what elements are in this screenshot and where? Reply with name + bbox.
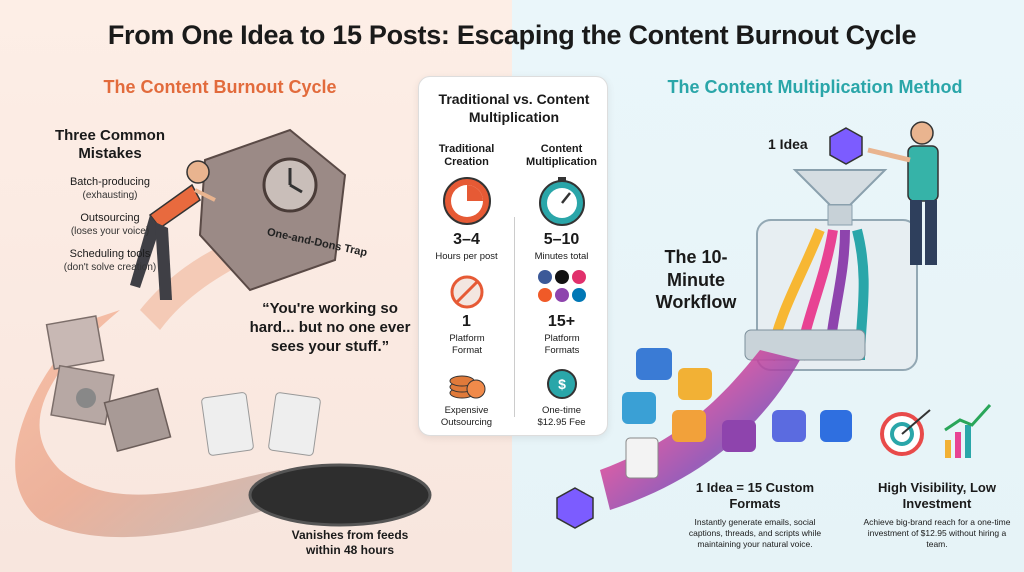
hashtag-icon	[622, 392, 656, 424]
burnout-road	[15, 310, 301, 538]
traditional-heading: Traditional Creation	[438, 143, 495, 169]
vanish-caption: Vanishes from feeds within 48 hours	[291, 528, 409, 557]
boulder-icon	[198, 128, 347, 292]
hole-icon	[248, 463, 432, 527]
multiplication-cost-label: One-time $12.95 Fee	[537, 405, 586, 428]
email-icon	[636, 348, 672, 380]
target-icon	[880, 409, 931, 456]
video-icon	[722, 420, 756, 452]
podcast-icon	[820, 410, 852, 442]
message-icon	[672, 410, 706, 442]
mistakes-heading: Three Common Mistakes	[54, 127, 165, 162]
burnout-heading: The Content Burnout Cycle	[103, 77, 337, 97]
clock-icon	[443, 177, 491, 225]
burnout-illustration: One-and-Dons Trap	[15, 128, 432, 538]
traditional-format-label: Platform Format	[449, 333, 485, 356]
multiplication-format-value: 15+	[547, 313, 576, 330]
traditional-cost-label: Expensive Outsourcing	[440, 405, 493, 428]
multiplication-time-label: Minutes total	[534, 251, 589, 262]
one-idea-label: 1 Idea	[768, 136, 808, 152]
growth-chart-icon	[944, 403, 992, 458]
idea-hexagon-bottom-icon	[556, 487, 594, 529]
social-box-icon	[45, 315, 172, 453]
comparison-card: Traditional vs. Content Multiplication T…	[418, 76, 608, 436]
mistake-item: Batch-producing (exhausting)	[69, 176, 151, 201]
idea-hexagon-icon	[829, 127, 863, 165]
comparison-title: Traditional vs. Content Multiplication	[438, 91, 590, 125]
coins-icon	[449, 375, 486, 399]
mistake-item: Scheduling tools (don't solve creation)	[63, 248, 157, 273]
image-icon	[772, 410, 806, 442]
mistake-item: Outsourcing (loses your voice)	[70, 212, 150, 237]
visibility-heading: High Visibility, Low Investment	[878, 480, 996, 512]
page-title: From One Idea to 15 Posts: Escaping the …	[107, 20, 917, 50]
chat-icon	[678, 368, 712, 400]
dollar-coin-icon: $	[547, 369, 577, 399]
no-entry-icon	[450, 275, 484, 309]
person-pushing-icon	[130, 160, 216, 300]
multiplication-column-heading: Content Multiplication	[526, 143, 597, 169]
visibility-description: Achieve big-brand reach for a one-time i…	[863, 517, 1011, 550]
formats-description: Instantly generate emails, social captio…	[688, 517, 822, 550]
machine-icon	[744, 169, 918, 371]
comparison-divider	[514, 217, 515, 417]
multiplication-heading: The Content Multiplication Method	[667, 77, 963, 97]
traditional-format-value: 1	[462, 313, 471, 330]
formats-heading: 1 Idea = 15 Custom Formats	[695, 480, 815, 512]
multiplication-format-label: Platform Formats	[544, 333, 580, 356]
multiplication-time-value: 5–10	[543, 231, 580, 248]
burnout-quote: “You're working so hard... but no one ev…	[249, 300, 411, 355]
traditional-time-label: Hours per post	[435, 251, 498, 262]
format-icons	[622, 348, 852, 479]
stopwatch-icon	[539, 177, 585, 226]
person-holding-icon	[867, 121, 939, 265]
traditional-time-value: 3–4	[453, 231, 480, 248]
workflow-heading: The 10-Minute Workflow	[655, 247, 737, 312]
social-icons	[538, 270, 586, 302]
document-icon	[625, 437, 659, 479]
svg-text:$: $	[558, 376, 566, 392]
